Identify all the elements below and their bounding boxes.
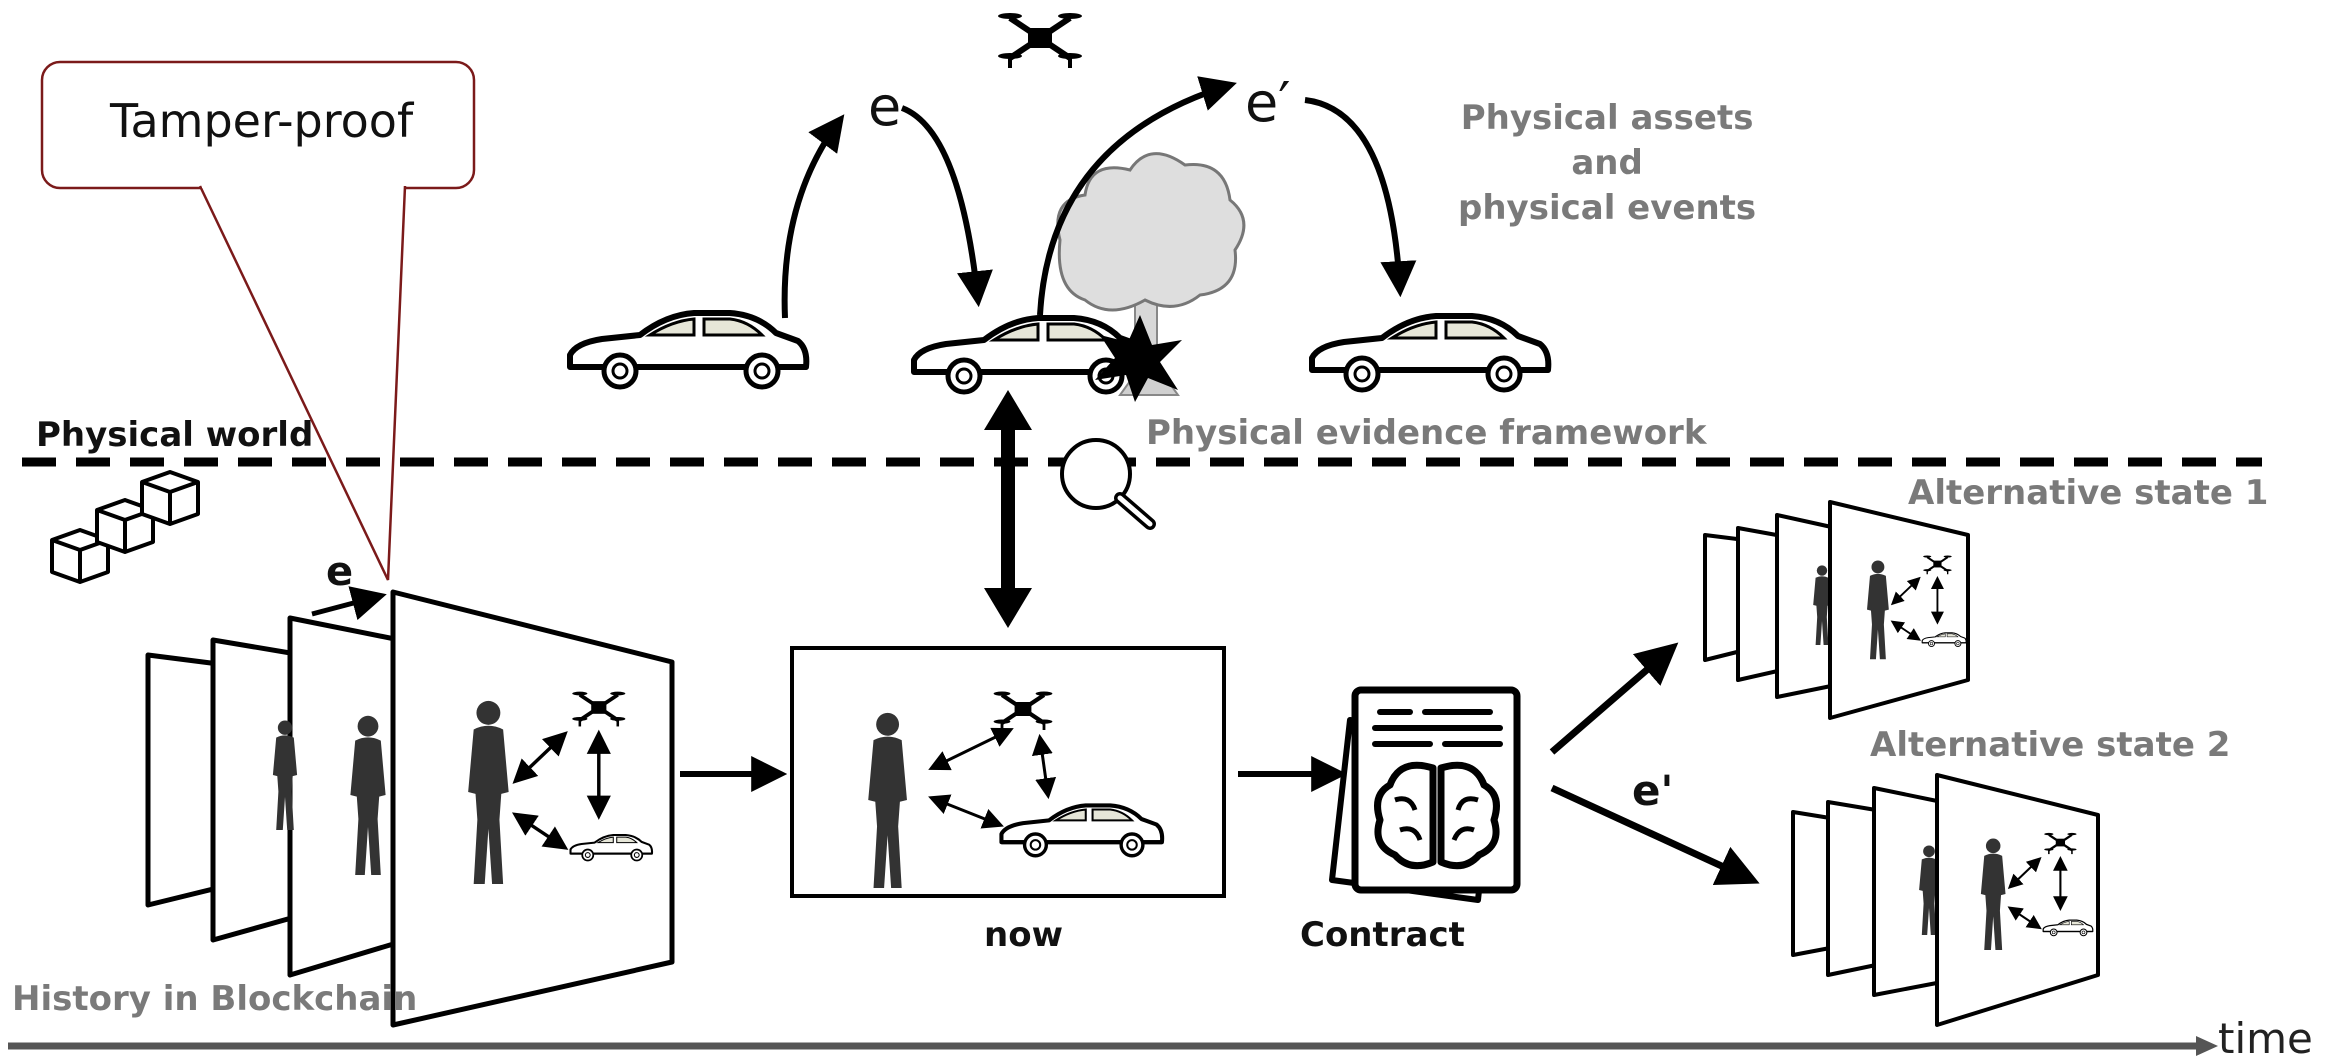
collision-star-icon bbox=[1095, 315, 1182, 402]
history-e-arrow bbox=[311, 586, 387, 621]
arrow-eprime-down bbox=[1304, 97, 1417, 298]
tamper-proof-callout bbox=[40, 60, 476, 581]
physical-world-label: Physical world bbox=[36, 415, 314, 455]
now-frame bbox=[790, 646, 1226, 898]
arrow-e-down bbox=[900, 105, 993, 308]
history-frame-front bbox=[390, 589, 675, 1028]
alt2-frame-front bbox=[1935, 773, 2100, 1027]
contract-brain-icon bbox=[1329, 686, 1521, 903]
event-e-prime-alt: e' bbox=[1632, 766, 1674, 815]
physical-assets-line1: Physical assets bbox=[1460, 98, 1754, 138]
drone-icon bbox=[998, 13, 1082, 68]
framework-label: Physical evidence framework bbox=[1146, 413, 1707, 453]
callout-label: Tamper-proof bbox=[110, 94, 414, 148]
car-icon-before bbox=[570, 313, 806, 387]
alt1-frame-front bbox=[1828, 500, 1970, 720]
arrow-eprime-up bbox=[1037, 76, 1237, 316]
time-axis-arrowhead bbox=[2196, 1036, 2218, 1056]
alt-state-1-label: Alternative state 1 bbox=[1908, 473, 2269, 513]
physical-assets-label: Physical assets and physical events bbox=[1458, 96, 1756, 231]
blockchain-cubes-icon bbox=[50, 470, 200, 584]
arrow-to-alt2 bbox=[1550, 784, 1760, 886]
time-label: time bbox=[2218, 1014, 2313, 1063]
arrow-to-alt1 bbox=[1549, 642, 1679, 755]
car-icon-after bbox=[1312, 316, 1548, 390]
alt1-frames bbox=[1703, 513, 1838, 699]
history-frames bbox=[145, 615, 403, 978]
alt-state-2-label: Alternative state 2 bbox=[1870, 725, 2231, 765]
physical-assets-line3: physical events bbox=[1458, 187, 1757, 228]
history-label: History in Blockchain bbox=[12, 979, 418, 1019]
arrow-e-up bbox=[781, 114, 845, 319]
contract-label: Contract bbox=[1300, 915, 1465, 955]
event-e-top: e bbox=[868, 75, 902, 138]
magnifier-icon bbox=[1060, 438, 1156, 530]
alt2-frames bbox=[1791, 786, 1944, 997]
event-e-history: e bbox=[326, 549, 354, 595]
now-label: now bbox=[984, 915, 1063, 955]
double-arrow-icon bbox=[984, 390, 1032, 628]
physical-assets-line2: and bbox=[1571, 142, 1643, 183]
event-e-prime-top: e′ bbox=[1245, 71, 1291, 134]
